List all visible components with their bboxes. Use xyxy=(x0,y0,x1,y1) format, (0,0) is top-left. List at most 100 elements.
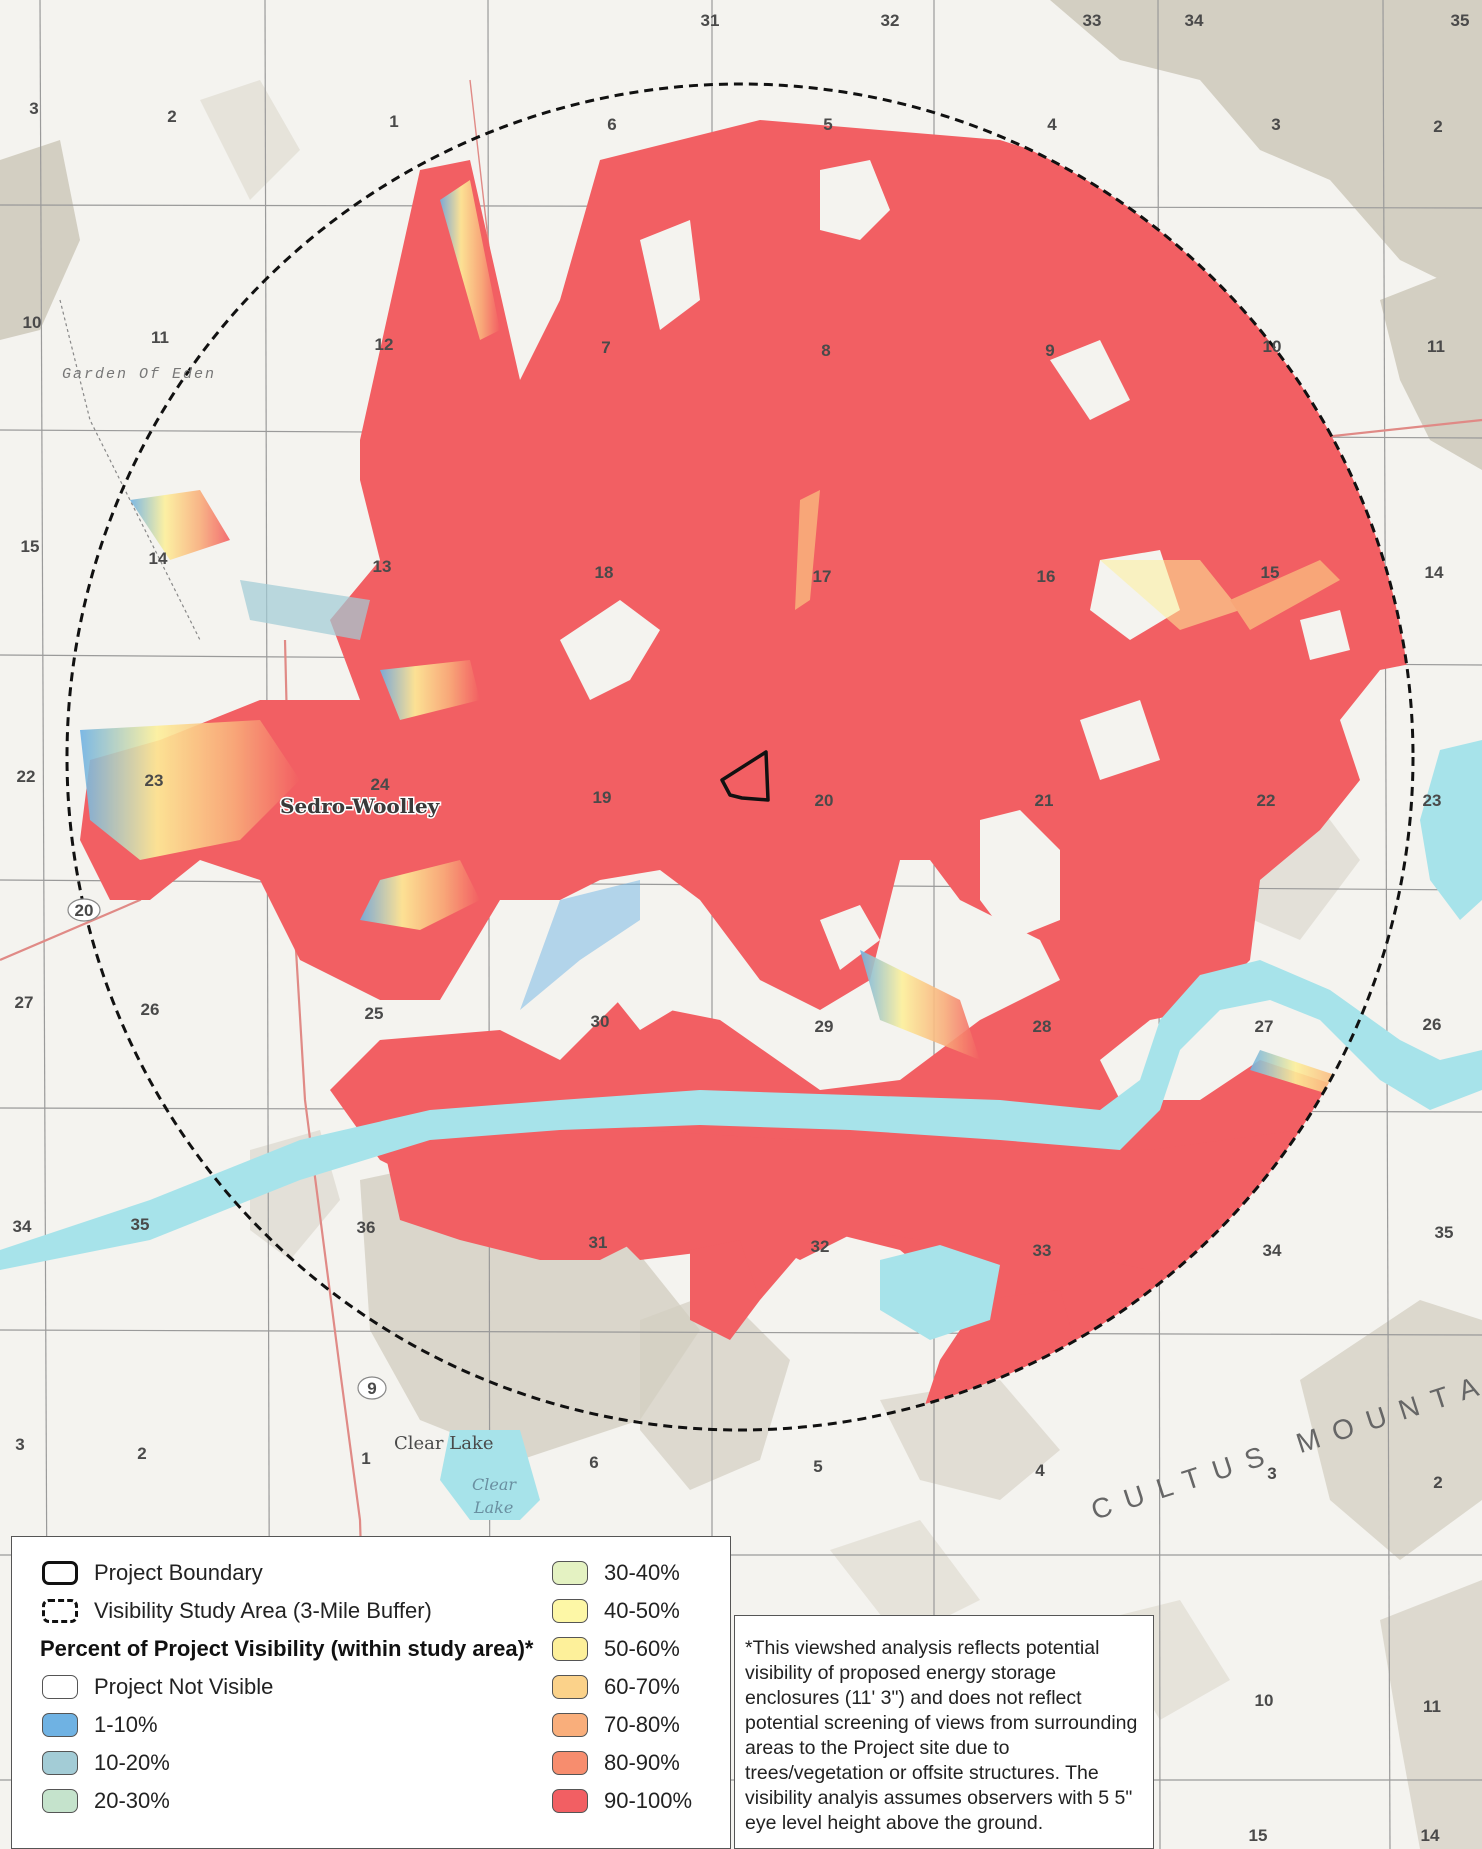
svg-text:2: 2 xyxy=(1433,1473,1442,1492)
legend-swatch xyxy=(552,1599,588,1623)
label-garden-of-eden: Garden Of Eden xyxy=(62,366,216,383)
legend-class-label: 20-30% xyxy=(94,1788,170,1813)
legend-swatch xyxy=(552,1789,588,1813)
clear-lake-water xyxy=(440,1430,540,1520)
svg-text:15: 15 xyxy=(1249,1826,1268,1845)
svg-text:5: 5 xyxy=(823,115,832,134)
svg-text:14: 14 xyxy=(149,549,168,568)
svg-text:23: 23 xyxy=(145,771,164,790)
svg-text:10: 10 xyxy=(23,313,42,332)
svg-text:26: 26 xyxy=(141,1000,160,1019)
legend-class-label: 30-40% xyxy=(604,1560,680,1585)
svg-text:36: 36 xyxy=(357,1218,376,1237)
svg-text:18: 18 xyxy=(595,563,614,582)
legend-swatch xyxy=(42,1675,78,1699)
label-clear-lake-town: Clear Lake xyxy=(394,1433,493,1454)
legend-class-left-1: 1-10% xyxy=(42,1709,158,1741)
note-text: *This viewshed analysis reflects potenti… xyxy=(745,1637,1138,1834)
svg-text:27: 27 xyxy=(15,993,34,1012)
legend-swatch xyxy=(42,1713,78,1737)
project-boundary xyxy=(720,750,770,802)
viewshed-note: *This viewshed analysis reflects potenti… xyxy=(734,1615,1154,1849)
svg-text:13: 13 xyxy=(373,557,392,576)
svg-text:34: 34 xyxy=(1185,11,1204,30)
svg-text:30: 30 xyxy=(591,1012,610,1031)
svg-text:3: 3 xyxy=(15,1435,24,1454)
svg-text:9: 9 xyxy=(1045,341,1054,360)
study-area-buffer xyxy=(65,82,1415,1432)
svg-text:28: 28 xyxy=(1033,1017,1052,1036)
svg-text:33: 33 xyxy=(1033,1241,1052,1260)
svg-text:6: 6 xyxy=(589,1453,598,1472)
svg-text:32: 32 xyxy=(881,11,900,30)
label-sedro-woolley: Sedro-Woolley xyxy=(280,794,441,818)
legend-class-label: 10-20% xyxy=(94,1750,170,1775)
svg-text:4: 4 xyxy=(1047,115,1057,134)
svg-text:15: 15 xyxy=(21,537,40,556)
skagit-river xyxy=(0,960,1482,1270)
legend-swatch xyxy=(552,1675,588,1699)
water-bodies xyxy=(0,740,1482,1520)
svg-text:35: 35 xyxy=(1451,11,1470,30)
svg-text:34: 34 xyxy=(13,1217,32,1236)
svg-text:10: 10 xyxy=(1263,337,1282,356)
svg-text:7: 7 xyxy=(601,338,610,357)
study-area-swatch xyxy=(42,1599,78,1623)
svg-text:11: 11 xyxy=(1423,1697,1441,1716)
legend-class-left-0: Project Not Visible xyxy=(42,1671,273,1703)
route-shield-9: 9 xyxy=(357,1376,387,1400)
svg-text:26: 26 xyxy=(1423,1015,1442,1034)
legend-study-area: Visibility Study Area (3-Mile Buffer) xyxy=(42,1595,432,1627)
river-east-bend xyxy=(1420,740,1482,920)
label-clear-lake-water-1: Clear xyxy=(472,1475,517,1494)
svg-text:2: 2 xyxy=(137,1444,146,1463)
legend-label: Visibility Study Area (3-Mile Buffer) xyxy=(94,1598,432,1623)
legend-swatch xyxy=(552,1751,588,1775)
svg-text:2: 2 xyxy=(167,107,176,126)
svg-text:10: 10 xyxy=(1255,1691,1274,1710)
svg-text:33: 33 xyxy=(1083,11,1102,30)
svg-text:14: 14 xyxy=(1421,1826,1440,1845)
svg-text:29: 29 xyxy=(815,1017,834,1036)
svg-text:8: 8 xyxy=(821,341,830,360)
svg-text:31: 31 xyxy=(589,1233,608,1252)
svg-text:2: 2 xyxy=(1433,117,1442,136)
legend-class-label: 50-60% xyxy=(604,1636,680,1661)
svg-text:4: 4 xyxy=(1035,1461,1045,1480)
svg-text:12: 12 xyxy=(375,335,394,354)
svg-text:3: 3 xyxy=(1267,1464,1276,1483)
svg-text:32: 32 xyxy=(811,1237,830,1256)
svg-text:15: 15 xyxy=(1261,563,1280,582)
svg-text:5: 5 xyxy=(813,1457,822,1476)
partial-visibility-fringes xyxy=(80,180,1380,1110)
legend-class-left-3: 20-30% xyxy=(42,1785,170,1817)
section-numbers: 31 32 33 34 35 3 2 1 6 5 4 3 2 10 11 12 … xyxy=(13,11,1470,1845)
legend-class-right-3: 60-70% xyxy=(552,1671,680,1703)
visibility-90-100-ridge xyxy=(690,1240,760,1340)
svg-text:24: 24 xyxy=(371,775,390,794)
legend-heading: Percent of Project Visibility (within st… xyxy=(40,1636,534,1661)
svg-text:1: 1 xyxy=(389,112,398,131)
svg-text:31: 31 xyxy=(701,11,720,30)
legend-heading-row: Percent of Project Visibility (within st… xyxy=(40,1633,534,1665)
svg-text:20: 20 xyxy=(815,791,834,810)
project-boundary-swatch xyxy=(42,1561,78,1585)
svg-text:16: 16 xyxy=(1037,567,1056,586)
svg-text:34: 34 xyxy=(1263,1241,1282,1260)
svg-text:20: 20 xyxy=(75,901,94,920)
not-visible-areas xyxy=(560,160,1413,1060)
svg-text:14: 14 xyxy=(1425,563,1444,582)
svg-text:22: 22 xyxy=(1257,791,1276,810)
svg-text:9: 9 xyxy=(367,1379,376,1398)
svg-text:3: 3 xyxy=(1271,115,1280,134)
legend-label: Project Boundary xyxy=(94,1560,263,1585)
legend-swatch xyxy=(42,1751,78,1775)
svg-text:21: 21 xyxy=(1035,791,1054,810)
legend-class-label: 80-90% xyxy=(604,1750,680,1775)
label-clear-lake-water-2: Lake xyxy=(473,1498,513,1517)
legend-class-label: 40-50% xyxy=(604,1598,680,1623)
legend-class-right-0: 30-40% xyxy=(552,1557,680,1589)
legend-class-label: 60-70% xyxy=(604,1674,680,1699)
svg-text:35: 35 xyxy=(1435,1223,1454,1242)
legend-class-label: 70-80% xyxy=(604,1712,680,1737)
